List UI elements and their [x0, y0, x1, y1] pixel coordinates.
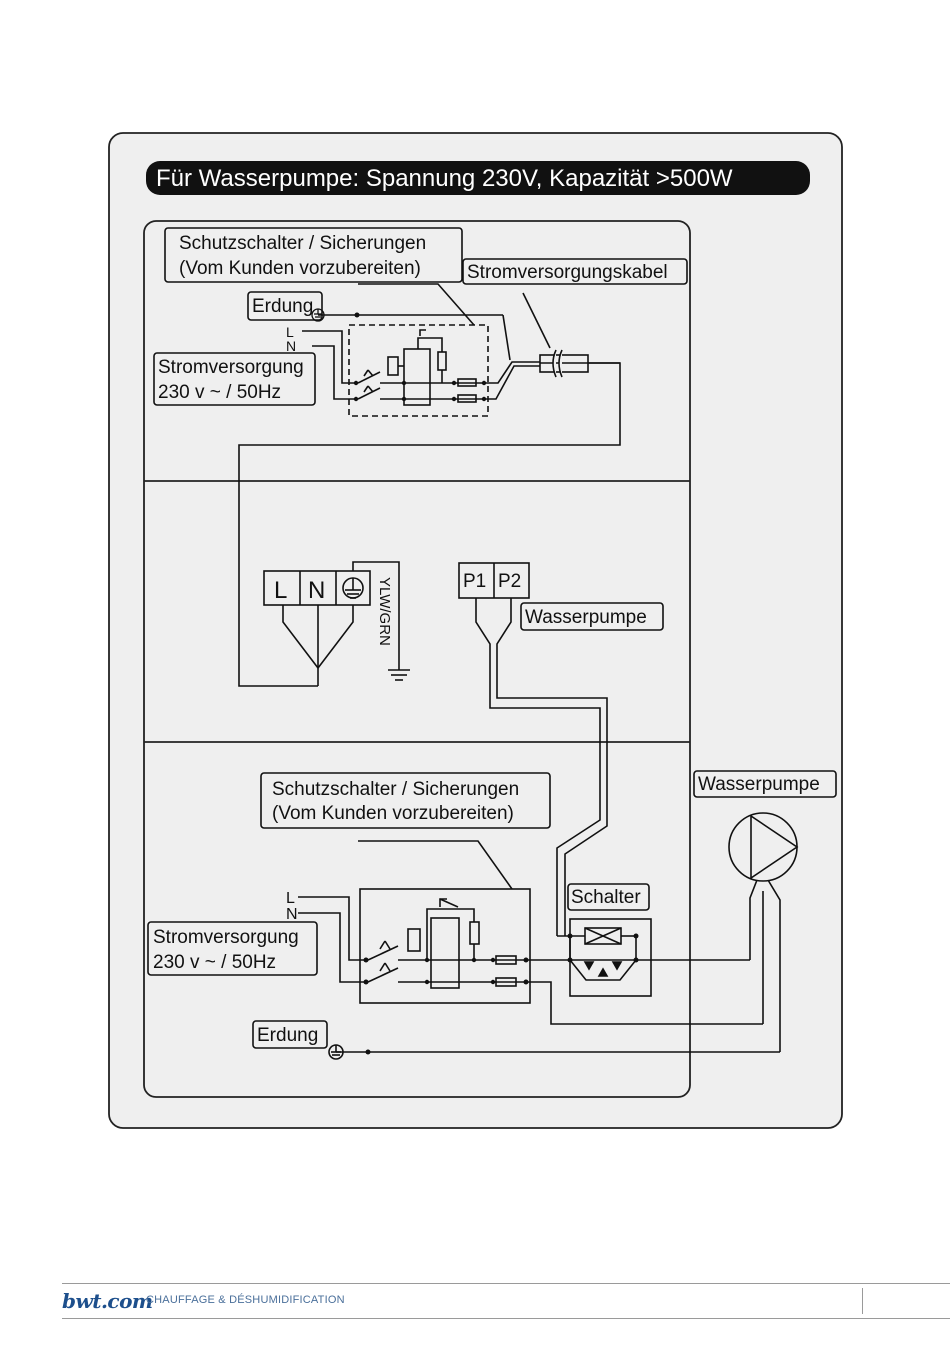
top-breaker-label-line2: (Vom Kunden vorzubereiten)	[179, 258, 421, 279]
bottom-breaker-enclosure	[359, 888, 531, 1004]
top-supply-label-line2: 230 v ~ / 50Hz	[158, 382, 281, 403]
middle-section	[263, 561, 664, 936]
top-breaker-label-line1: Schutzschalter / Sicherungen	[179, 233, 426, 254]
bottom-supply-label-line2: 230 v ~ / 50Hz	[153, 952, 276, 973]
switch-label: Schalter	[571, 887, 641, 908]
bottom-pump-label: Wasserpumpe	[698, 774, 820, 795]
bottom-line-N: N	[286, 906, 298, 923]
terminal-L: L	[274, 577, 287, 604]
bottom-breaker-label-box	[260, 772, 551, 829]
cable-label-box	[462, 258, 688, 285]
bottom-earth-label-box	[252, 1020, 328, 1049]
bottom-line-L: L	[286, 890, 295, 907]
bottom-supply-label-line1: Stromversorgung	[153, 927, 299, 948]
top-line-N: N	[286, 338, 296, 354]
middle-pump-label-box	[520, 602, 664, 631]
footer-bottom-rule	[62, 1318, 950, 1319]
terminal-P2: P2	[498, 571, 521, 592]
terminal-N: N	[308, 577, 325, 604]
top-supply-label-line1: Stromversorgung	[158, 357, 304, 378]
bottom-earth-label: Erdung	[257, 1025, 318, 1046]
footer-separator	[862, 1288, 863, 1314]
top-line-L: L	[286, 324, 294, 340]
bottom-section	[147, 770, 837, 1060]
footer-top-rule	[62, 1283, 950, 1284]
bottom-supply-label-box	[147, 921, 318, 976]
top-earth-label: Erdung	[252, 296, 313, 317]
footer-tagline: CHAUFFAGE & DÉSHUMIDIFICATION	[146, 1294, 345, 1306]
bottom-breaker-label-line2: (Vom Kunden vorzubereiten)	[272, 803, 514, 824]
middle-pump-label: Wasserpumpe	[525, 607, 647, 628]
inner-panel	[143, 220, 691, 1098]
top-breaker-enclosure	[348, 324, 489, 417]
terminal-P1: P1	[463, 571, 486, 592]
top-earth-label-box	[247, 291, 323, 321]
bottom-pump-label-box	[693, 770, 837, 798]
diagram-title: Für Wasserpumpe: Spannung 230V, Kapazitä…	[156, 165, 733, 192]
title-bar	[146, 161, 810, 195]
switch-label-box	[567, 883, 650, 911]
footer-logo[interactable]: bwt.com	[62, 1289, 153, 1313]
bottom-breaker-label-line1: Schutzschalter / Sicherungen	[272, 779, 519, 800]
earth-wire-label: YLW/GRN	[376, 577, 393, 646]
top-supply-label-box	[153, 352, 316, 406]
top-breaker-label-box	[164, 227, 463, 283]
cable-label: Stromversorgungskabel	[467, 262, 668, 283]
top-section	[153, 227, 688, 687]
